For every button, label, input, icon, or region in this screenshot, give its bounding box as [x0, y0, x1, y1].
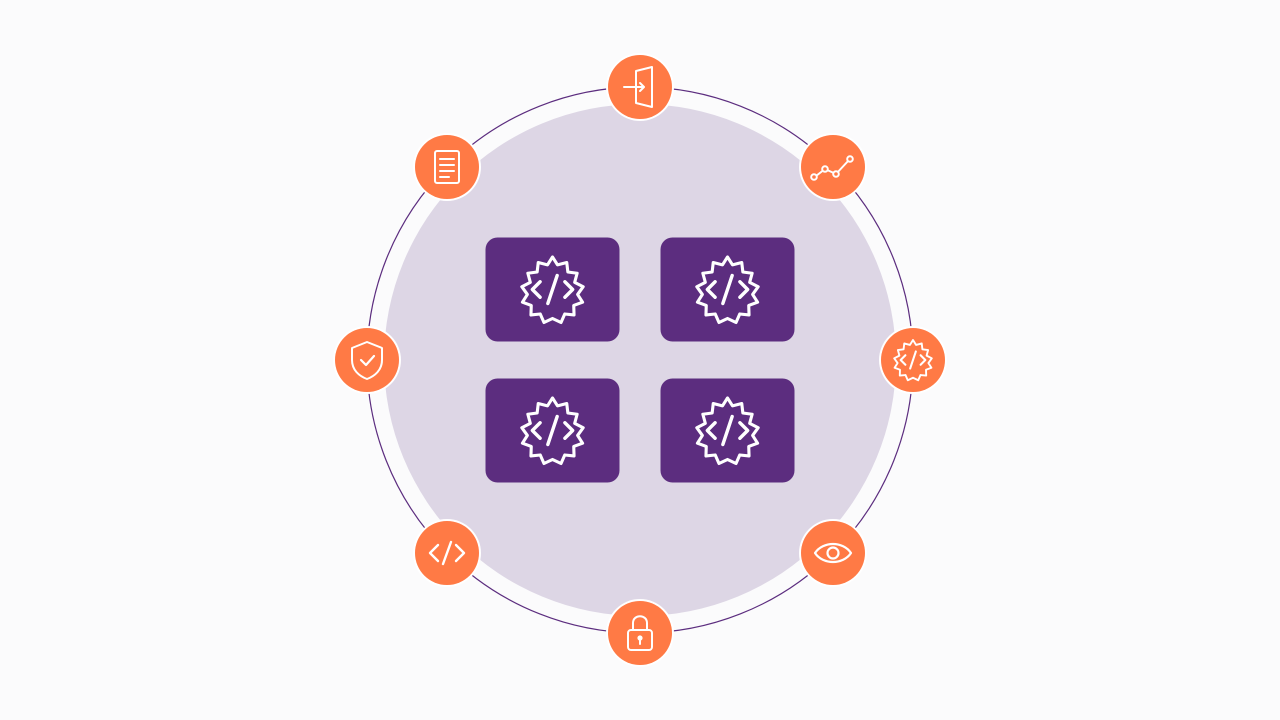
center-tile — [485, 237, 620, 342]
center-tile — [660, 378, 795, 483]
nodes-group — [333, 53, 947, 667]
door-enter-icon — [623, 66, 653, 108]
orbit-node — [879, 326, 947, 394]
inner-disc — [384, 104, 896, 616]
tiles-group — [485, 237, 795, 483]
orbit-node — [606, 53, 674, 121]
orbit-node — [606, 599, 674, 667]
orbit-node — [333, 326, 401, 394]
code-icon — [428, 540, 466, 566]
shield-check-icon — [351, 341, 383, 380]
orbit-node — [799, 519, 867, 587]
orbit-node — [413, 133, 481, 201]
lock-icon — [627, 615, 653, 651]
line-chart-icon — [810, 155, 854, 181]
eye-icon — [813, 542, 853, 564]
orbit-node — [799, 133, 867, 201]
center-tile — [485, 378, 620, 483]
center-tile — [660, 237, 795, 342]
document-icon — [434, 150, 460, 184]
orbit-node — [413, 519, 481, 587]
